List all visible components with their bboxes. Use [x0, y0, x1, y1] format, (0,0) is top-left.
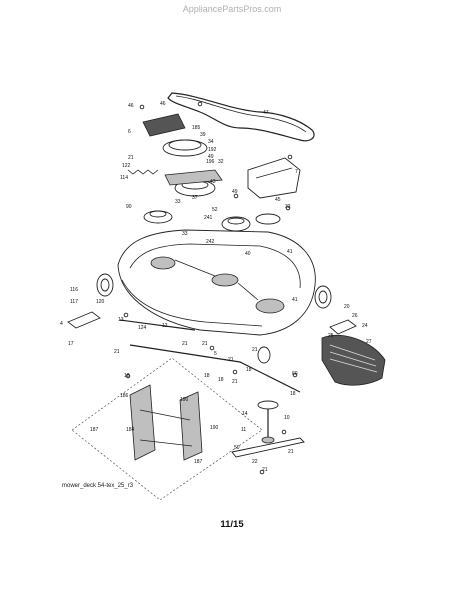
callout-18: 18	[218, 377, 224, 383]
callout-33: 33	[175, 199, 181, 205]
callout-43: 43	[210, 179, 216, 185]
callout-122: 122	[122, 163, 131, 169]
callout-4: 4	[60, 321, 63, 327]
callout-21: 21	[202, 341, 208, 347]
callout-187: 187	[90, 427, 99, 433]
spring	[127, 169, 159, 175]
idler-arm	[164, 169, 223, 186]
callout-117: 117	[70, 299, 78, 305]
callout-41: 41	[292, 297, 298, 303]
deck-hanger	[129, 344, 301, 393]
callout-18: 18	[204, 373, 210, 379]
callout-18: 18	[124, 373, 130, 379]
callout-241: 241	[204, 215, 213, 221]
callout-21: 21	[232, 379, 238, 385]
callout-184: 184	[126, 427, 135, 433]
pulley-cover	[247, 157, 301, 199]
callout-46: 46	[128, 103, 134, 109]
diagram-caption: mower_deck 54-tex_25_r3	[62, 483, 134, 489]
callout-39: 39	[200, 132, 206, 138]
mower-blade	[231, 437, 305, 458]
callout-41: 41	[287, 249, 293, 255]
callout-196: 196	[206, 159, 215, 165]
callout-34: 34	[208, 139, 214, 145]
callout-11: 11	[241, 427, 247, 433]
callout-21: 21	[288, 449, 294, 455]
callout-185: 185	[192, 125, 201, 131]
callout-186: 186	[120, 393, 129, 399]
discharge-chute	[321, 334, 386, 386]
callout-190: 190	[210, 425, 219, 431]
callout-21: 21	[262, 467, 268, 473]
callout-52: 52	[212, 207, 218, 213]
callout-116: 116	[70, 287, 78, 293]
callout-6: 6	[128, 129, 131, 135]
callout-27: 27	[366, 339, 372, 345]
callout-5: 5	[214, 351, 217, 357]
callout-32: 32	[218, 159, 224, 165]
callout-45: 45	[275, 197, 281, 203]
callout-60: 60	[292, 371, 298, 377]
callout-124: 124	[138, 325, 147, 331]
callout-20: 20	[344, 304, 350, 310]
callout-25: 25	[328, 333, 334, 339]
callout-21: 21	[182, 341, 188, 347]
callout-187: 187	[194, 459, 203, 465]
callout-17: 17	[68, 341, 74, 347]
callout-22: 22	[252, 459, 258, 465]
callout-21: 21	[228, 357, 234, 363]
spindle-pulley	[257, 400, 279, 410]
belt-guard	[142, 113, 186, 137]
callout-49: 49	[208, 154, 214, 160]
callout-26: 26	[352, 313, 358, 319]
callout-7: 7	[295, 169, 298, 175]
callout-18: 18	[290, 391, 296, 397]
callout-120: 120	[96, 299, 105, 305]
callout-37: 37	[192, 195, 198, 201]
callout-49: 49	[232, 189, 238, 195]
watermark: AppliancePartsPros.com	[182, 4, 282, 14]
callout-114: 114	[120, 175, 128, 181]
callout-242: 242	[206, 239, 215, 245]
page-number: 11/15	[220, 519, 244, 530]
callout-21: 21	[252, 347, 258, 353]
callout-190: 190	[180, 397, 189, 403]
callout-12: 12	[162, 323, 168, 329]
callout-18: 18	[246, 367, 252, 373]
callout-46: 46	[160, 101, 166, 107]
callout-21: 21	[114, 349, 120, 355]
callout-40: 40	[245, 251, 251, 257]
callout-24: 24	[362, 323, 368, 329]
deck-pulley-right	[255, 213, 281, 225]
callout-10: 10	[284, 415, 290, 421]
callout-90: 90	[126, 204, 132, 210]
drive-belt	[167, 92, 315, 142]
callout-192: 192	[208, 147, 217, 153]
callout-21: 21	[128, 155, 134, 161]
callout-33: 33	[182, 231, 188, 237]
callout-50: 50	[234, 445, 240, 451]
callout-14: 14	[242, 411, 248, 417]
callout-47: 47	[263, 110, 269, 116]
callout-32: 32	[285, 204, 291, 210]
callout-13: 13	[118, 317, 124, 323]
